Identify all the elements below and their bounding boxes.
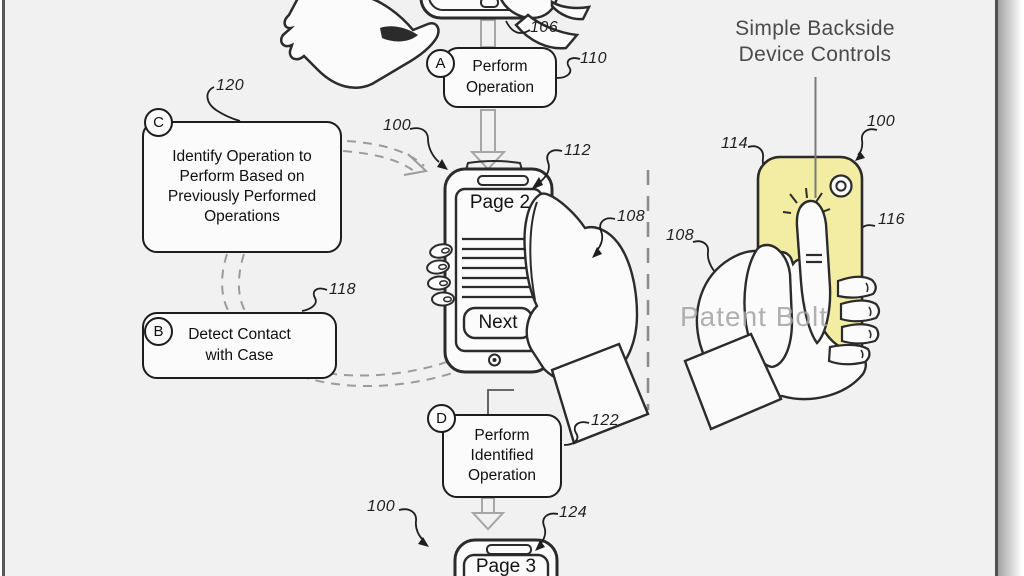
ref-108-page2-hand: 108 bbox=[617, 208, 646, 225]
flow-step-d-box: Perform Identified Operation bbox=[442, 414, 562, 498]
page3-phone-drawing bbox=[453, 538, 559, 576]
flow-step-c-box: Identify Operation to Perform Based on P… bbox=[142, 121, 342, 253]
ref-100-page2-device: 100 bbox=[383, 117, 412, 134]
dashed-loop-arrowhead bbox=[403, 153, 429, 176]
page2-hand-drawing bbox=[426, 192, 650, 445]
ref-120-step-c: 120 bbox=[216, 77, 245, 94]
ref-112-page2-screen: 112 bbox=[564, 142, 592, 159]
flow-step-a-badge: A bbox=[426, 49, 455, 78]
frame-right-border bbox=[995, 0, 998, 576]
backside-thumb bbox=[743, 243, 794, 369]
tap-burst-rays bbox=[782, 187, 831, 214]
ref-116-control: 116 bbox=[878, 211, 906, 228]
ref-114-case: 114 bbox=[721, 135, 749, 152]
frame-drop-shadow bbox=[998, 0, 1022, 576]
figure-caption: Simple Backside Device Controls bbox=[710, 16, 920, 68]
flow-step-b-badge: B bbox=[144, 317, 173, 346]
flow-step-c-badge: C bbox=[144, 108, 173, 137]
ref-124-page3-screen: 124 bbox=[559, 504, 588, 521]
ref-122-step-d: 122 bbox=[591, 412, 620, 429]
fingertips bbox=[426, 243, 455, 307]
ref-100-page3-device: 100 bbox=[367, 498, 396, 515]
figure-caption-line2: Device Controls bbox=[738, 42, 892, 66]
flow-elbow-to-step-d bbox=[487, 389, 514, 414]
flow-step-a-box: Perform Operation bbox=[443, 47, 557, 108]
flow-step-b-box: Detect Contact with Case bbox=[142, 312, 337, 379]
backside-fingertips bbox=[827, 275, 881, 366]
next-button-label: Next bbox=[478, 312, 518, 333]
page2-screen-title: Page 2 bbox=[469, 192, 531, 213]
watermark-text: Patent Bolt bbox=[680, 301, 828, 332]
pressing-finger bbox=[795, 199, 832, 345]
ref-100-backside-device: 100 bbox=[867, 113, 896, 130]
ref-108-backside-hand: 108 bbox=[666, 227, 695, 244]
page2-text-lines bbox=[462, 237, 534, 299]
pointing-fingertip bbox=[380, 26, 418, 42]
control-equals-marks bbox=[806, 253, 822, 264]
sleeve-cuff bbox=[550, 342, 650, 445]
backside-sleeve-cuff bbox=[683, 332, 783, 431]
backside-illustration bbox=[683, 77, 881, 431]
ref-106-top-phone: 106 bbox=[530, 19, 559, 36]
ref-110-step-a: 110 bbox=[580, 50, 608, 67]
ref-118-step-b: 118 bbox=[329, 281, 357, 298]
page3-screen-title: Page 3 bbox=[475, 556, 537, 576]
top-hands-illustration bbox=[279, 0, 592, 89]
flow-step-d-badge: D bbox=[427, 404, 456, 433]
figure-caption-line1: Simple Backside bbox=[735, 17, 895, 40]
